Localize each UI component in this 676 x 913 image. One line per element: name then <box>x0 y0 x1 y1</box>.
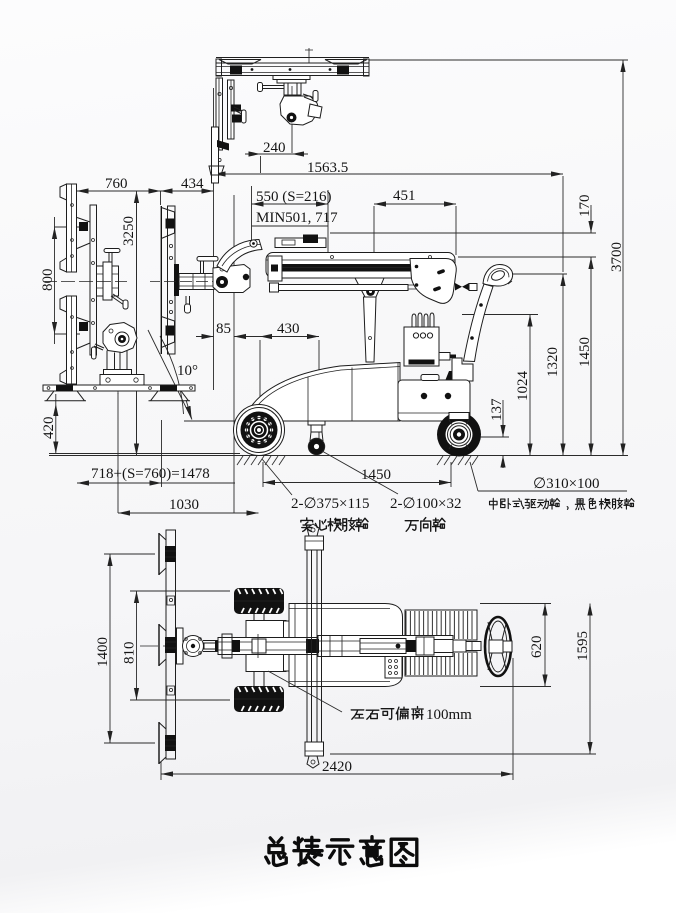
svg-text:1595: 1595 <box>575 631 591 661</box>
svg-text:1450: 1450 <box>361 467 391 483</box>
svg-text:1030: 1030 <box>169 497 199 513</box>
svg-text:550 (S=216): 550 (S=216) <box>256 189 332 205</box>
svg-text:800: 800 <box>40 269 56 292</box>
svg-text:3700: 3700 <box>609 242 625 272</box>
svg-text:620: 620 <box>529 636 545 659</box>
svg-text:2-∅375×115: 2-∅375×115 <box>291 496 369 512</box>
svg-text:3250: 3250 <box>121 216 137 246</box>
svg-text:240: 240 <box>263 140 286 156</box>
svg-text:1400: 1400 <box>95 637 111 667</box>
svg-text:170: 170 <box>577 195 593 218</box>
svg-text:451: 451 <box>393 188 416 204</box>
svg-text:1024: 1024 <box>515 371 531 402</box>
svg-text:434: 434 <box>181 176 204 192</box>
svg-text:1320: 1320 <box>545 347 561 377</box>
svg-text:∅310×100: ∅310×100 <box>533 476 600 492</box>
svg-text:100mm: 100mm <box>426 707 472 723</box>
svg-text:MIN501, 717: MIN501, 717 <box>256 210 338 226</box>
svg-text:2-∅100×32: 2-∅100×32 <box>390 496 462 512</box>
svg-text:137: 137 <box>489 398 505 421</box>
svg-text:810: 810 <box>122 642 138 665</box>
svg-text:2420: 2420 <box>322 759 352 775</box>
svg-text:1450: 1450 <box>577 337 593 367</box>
svg-text:718+(S=760)=1478: 718+(S=760)=1478 <box>91 466 210 482</box>
svg-text:420: 420 <box>41 417 57 440</box>
svg-text:430: 430 <box>277 321 300 337</box>
svg-text:85: 85 <box>216 321 231 337</box>
svg-text:10°: 10° <box>177 363 198 379</box>
svg-text:760: 760 <box>105 176 128 192</box>
svg-text:1563.5: 1563.5 <box>307 160 348 176</box>
